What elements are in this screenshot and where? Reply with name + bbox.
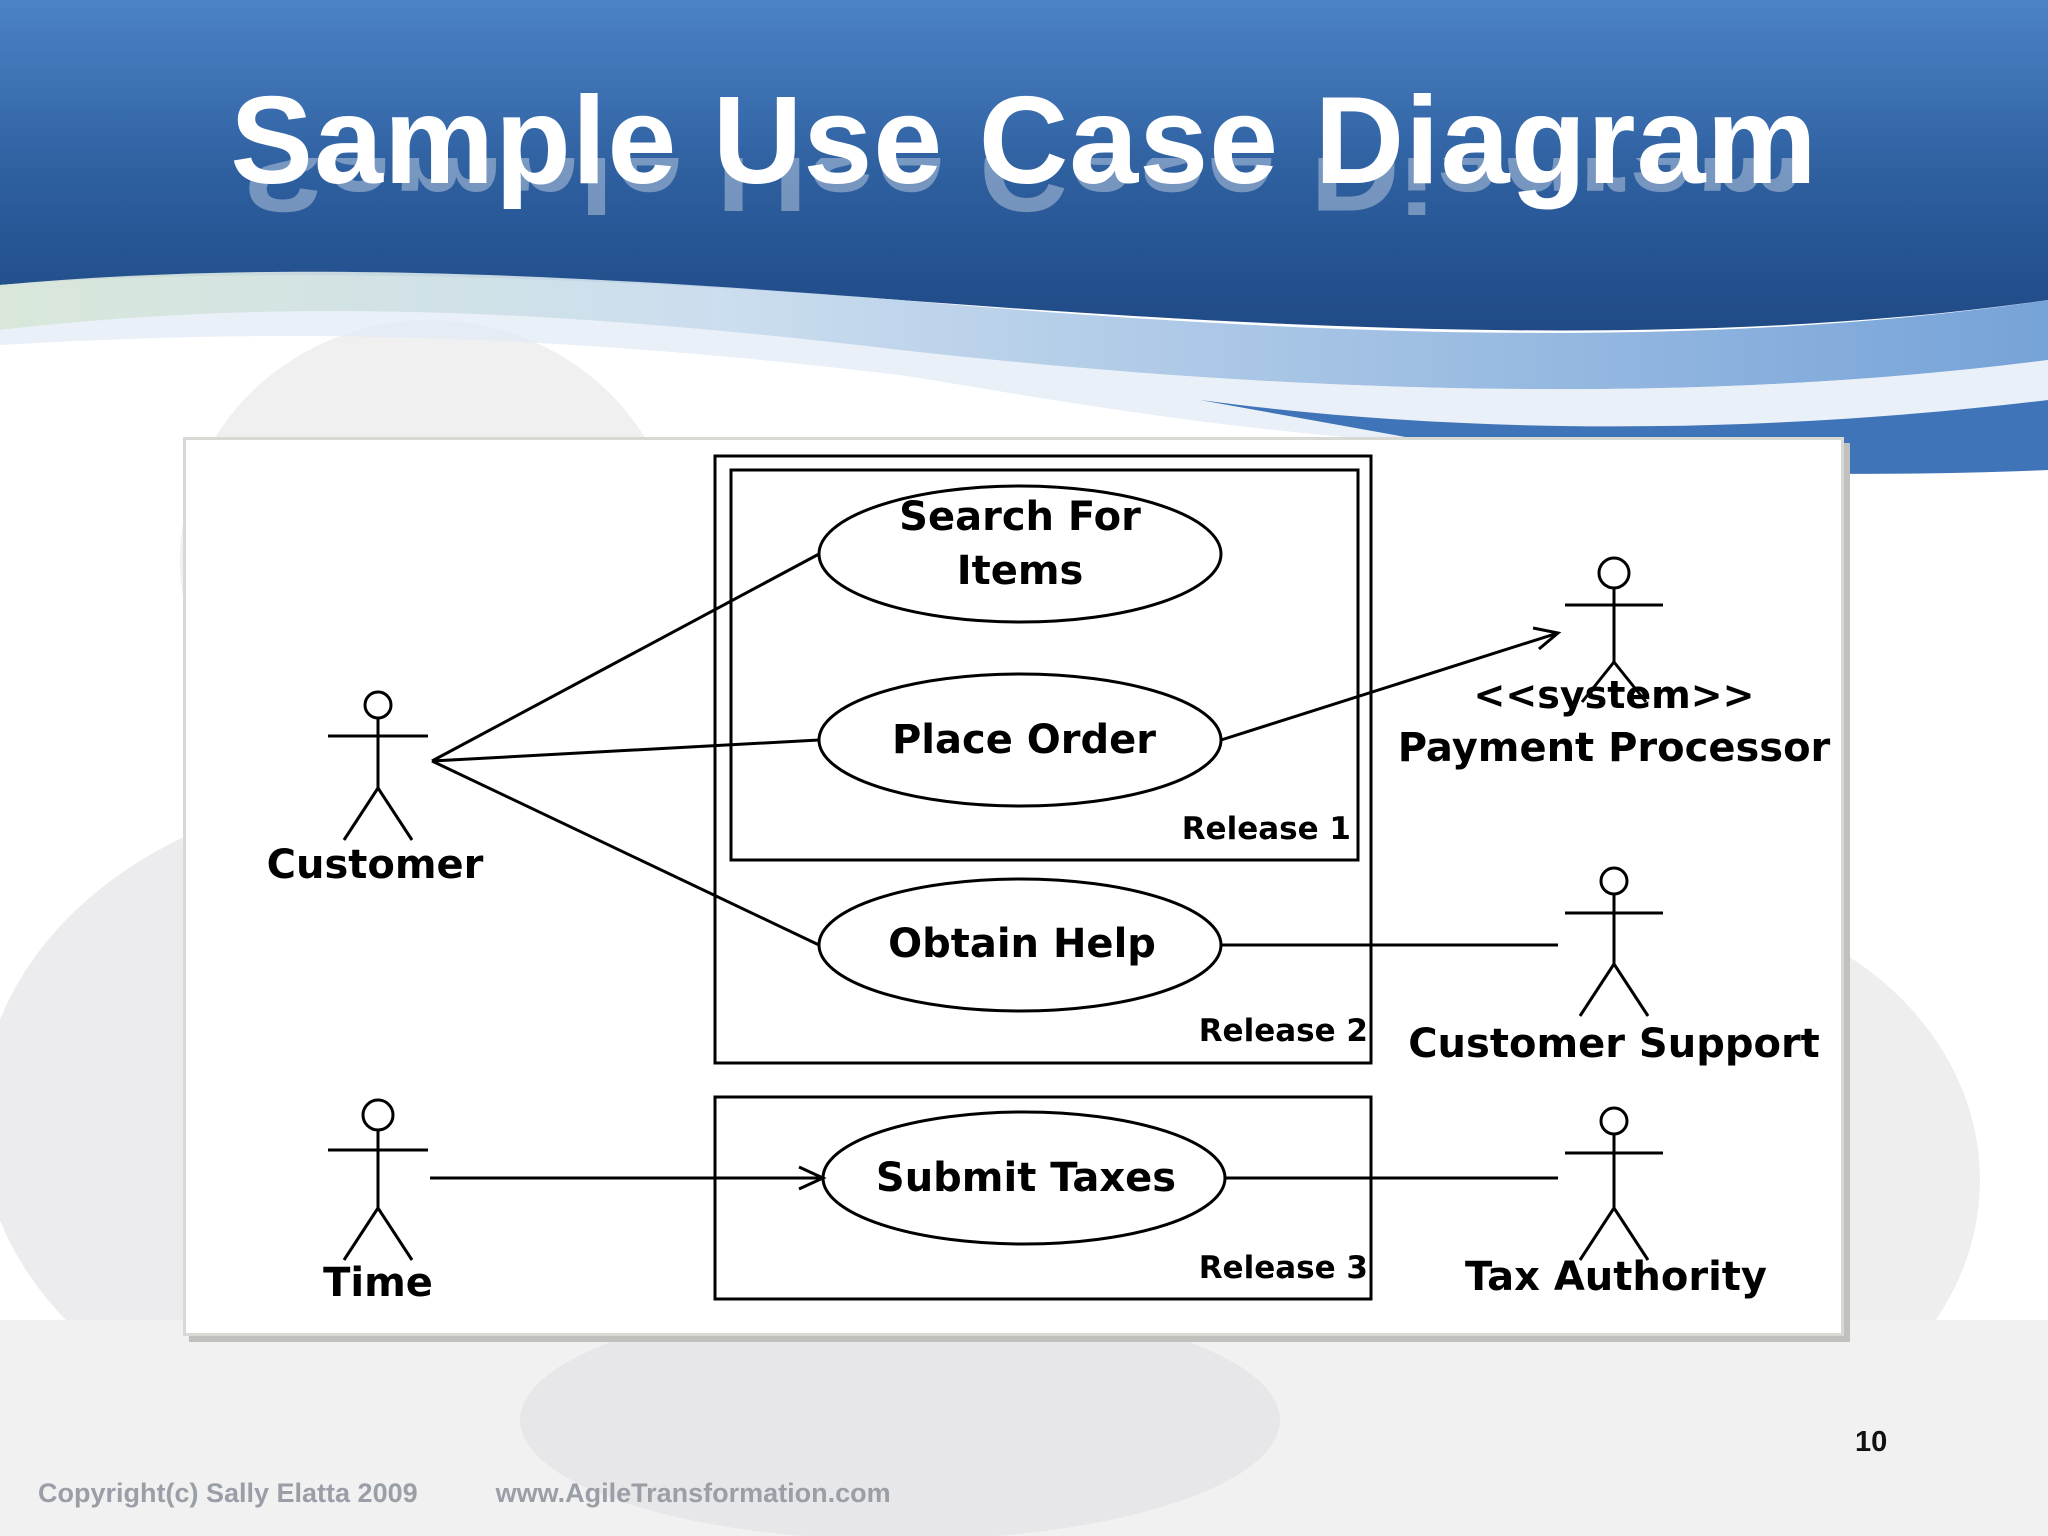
footer-copyright: Copyright(c) Sally Elatta 2009 [38,1478,418,1508]
use-case-submit-taxes-label: Submit Taxes [876,1155,1176,1201]
actor-time-label: Time [323,1260,433,1306]
assoc-customer-obtain-help [431,759,820,947]
actor-payment-processor-label: Payment Processor [1398,725,1831,771]
assoc-place-order-payment [1220,631,1559,742]
slide-title-reflection: Sample Use Case Diagram [241,158,1807,236]
actor-customer-support-figure [1565,866,1663,1017]
arrowhead-payment [1532,626,1562,651]
release-3-label: Release 3 [1199,1250,1368,1286]
page-number: 10 [1855,1426,1888,1458]
title-area: Sample Use Case Diagram Sample Use Case … [0,70,2048,270]
actor-customer-support-label: Customer Support [1408,1021,1820,1067]
actor-time-figure [328,1098,428,1261]
footer: Copyright(c) Sally Elatta 2009 www.AgileT… [38,1478,969,1509]
release-1-label: Release 1 [1182,811,1351,847]
use-case-search-label-2: Items [957,548,1084,594]
actor-customer-figure [328,690,428,841]
actor-customer-label: Customer [267,842,484,888]
actor-tax-authority-label: Tax Authority [1465,1254,1767,1300]
use-case-obtain-help-label: Obtain Help [888,921,1156,967]
use-case-diagram: Search For Items Place Order Obtain Help… [267,454,1831,1306]
actor-tax-authority-figure [1565,1106,1663,1261]
release-2-boundary [713,454,1373,1065]
assoc-customer-search [431,552,820,763]
arrowhead-submit-taxes [798,1165,827,1191]
assoc-customer-place-order [431,738,820,763]
use-case-place-order-label: Place Order [892,717,1156,763]
use-case-search-label-1: Search For [899,494,1141,540]
footer-website: www.AgileTransformation.com [495,1478,891,1508]
release-1-boundary [729,468,1360,862]
release-3-boundary [713,1095,1373,1301]
use-case-diagram-panel: Search For Items Place Order Obtain Help… [183,437,1844,1336]
actor-payment-processor-figure [1565,556,1663,703]
release-2-label: Release 2 [1199,1013,1368,1049]
slide-title: Sample Use Case Diagram [230,72,1818,210]
actor-payment-stereotype-label: <<system>> [1474,673,1755,717]
